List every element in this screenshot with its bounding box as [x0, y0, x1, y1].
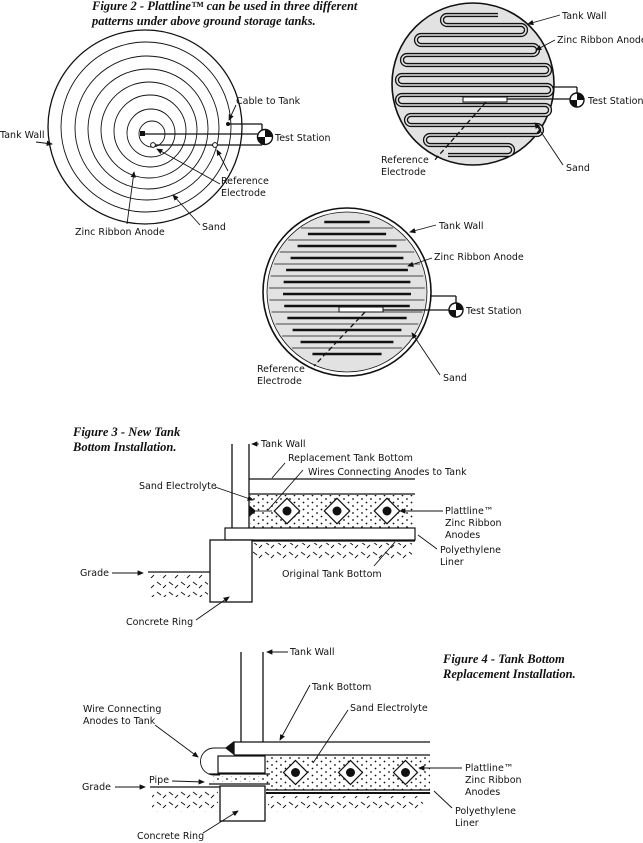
label-sand: Sand [566, 163, 590, 174]
label-concrete-ring: Concrete Ring [126, 617, 193, 628]
label-tank-wall: Tank Wall [561, 11, 606, 22]
label-wire-line2: Anodes to Tank [83, 716, 156, 727]
label-liner-line1: Polyethylene [455, 806, 516, 817]
anode-icon [323, 497, 351, 525]
label-anodes-line3: Anodes [465, 787, 500, 798]
anode-ring [113, 94, 187, 168]
figure4-tank-bottom-replacement: Figure 4 - Tank Bottom Replacement Insta… [82, 647, 576, 842]
anode-ring [100, 81, 198, 179]
anode-ring [60, 41, 232, 213]
pattern2-serpentine-diagram: Tank Wall Zinc Ribbon Anode Test Station… [381, 2, 643, 178]
figure3-caption-line1: Figure 3 - New Tank [72, 425, 181, 439]
label-anodes-line2: Zinc Ribbon [465, 775, 522, 786]
label-sand: Sand [202, 222, 226, 233]
label-sand-electrolyte: Sand Electrolyte [139, 481, 217, 492]
reference-electrode-icon [338, 306, 384, 313]
label-sand-electrolyte: Sand Electrolyte [350, 703, 428, 714]
pattern1-concentric-diagram: Tank Wall Cable to Tank Test Station Ref… [0, 29, 331, 238]
reference-electrode-icon [212, 142, 218, 148]
label-test-station: Test Station [465, 306, 522, 317]
label-reference-line1: Reference [257, 364, 305, 375]
anode-icon [373, 497, 401, 525]
anode-ring [74, 55, 220, 201]
label-tank-wall: Tank Wall [438, 221, 483, 232]
figure3-caption-line2: Bottom Installation. [72, 440, 177, 454]
figure4-caption-line1: Figure 4 - Tank Bottom [442, 652, 565, 666]
label-reference-line1: Reference [221, 176, 269, 187]
pattern3-parallel-diagram: Tank Wall Zinc Ribbon Anode Test Station… [257, 207, 524, 387]
test-station-icon [569, 92, 585, 108]
label-tank-wall: Tank Wall [0, 130, 44, 141]
figure4-caption-line2: Replacement Installation. [442, 667, 576, 681]
reference-electrode-icon [462, 96, 508, 103]
label-zinc-ribbon-anode: Zinc Ribbon Anode [557, 35, 643, 46]
anode-icon [392, 759, 419, 786]
concrete-ring [209, 539, 253, 603]
figure3-new-tank-bottom: Figure 3 - New Tank Bottom Installation. [72, 425, 502, 628]
label-reference-line1: Reference [381, 155, 429, 166]
label-tank-wall: Tank Wall [260, 439, 305, 450]
anode-ring [126, 108, 176, 158]
cable-junction-icon [226, 122, 230, 126]
test-station-icon [256, 128, 274, 146]
label-concrete-ring: Concrete Ring [137, 831, 204, 842]
label-test-station: Test Station [587, 96, 643, 107]
label-liner-line2: Liner [455, 818, 479, 829]
test-station-icon [448, 302, 464, 318]
anode-ring [87, 68, 209, 190]
label-liner-line2: Liner [440, 557, 464, 568]
anode-connector-icon [140, 131, 145, 136]
label-anodes-line1: Plattline™ [445, 506, 493, 517]
label-tank-bottom: Tank Bottom [311, 682, 371, 693]
concrete-ring [219, 785, 266, 822]
figure2-caption-line2: patterns under above ground storage tank… [91, 14, 316, 28]
figure2-caption-line1: Figure 2 - Plattline™ can be used in thr… [91, 0, 358, 13]
label-zinc-ribbon-anode: Zinc Ribbon Anode [75, 227, 165, 238]
label-original-tank-bottom: Original Tank Bottom [282, 569, 382, 580]
anode-icon [337, 759, 364, 786]
tank-wall-circle [47, 29, 243, 225]
anode-icon [282, 759, 309, 786]
label-tank-wall: Tank Wall [289, 647, 334, 658]
label-zinc-ribbon-anode: Zinc Ribbon Anode [434, 252, 524, 263]
reference-electrode-icon [150, 142, 156, 148]
label-grade: Grade [82, 782, 111, 793]
label-wire-line1: Wire Connecting [83, 704, 161, 715]
label-reference-line2: Electrode [221, 188, 266, 199]
label-reference-line2: Electrode [381, 167, 426, 178]
label-wires-connecting: Wires Connecting Anodes to Tank [308, 467, 467, 478]
label-replacement-tank-bottom: Replacement Tank Bottom [288, 453, 413, 464]
parallel-anode-lines [269, 220, 425, 356]
label-sand: Sand [443, 373, 467, 384]
label-reference-line2: Electrode [257, 376, 302, 387]
label-anodes-line2: Zinc Ribbon [445, 518, 502, 529]
label-grade: Grade [80, 568, 109, 579]
label-test-station: Test Station [274, 133, 331, 144]
label-liner-line1: Polyethylene [440, 545, 501, 556]
label-anodes-line1: Plattline™ [465, 763, 513, 774]
anode-icon [273, 497, 301, 525]
label-cable-to-tank: Cable to Tank [236, 96, 301, 107]
label-anodes-line3: Anodes [445, 530, 480, 541]
label-pipe: Pipe [149, 775, 169, 786]
